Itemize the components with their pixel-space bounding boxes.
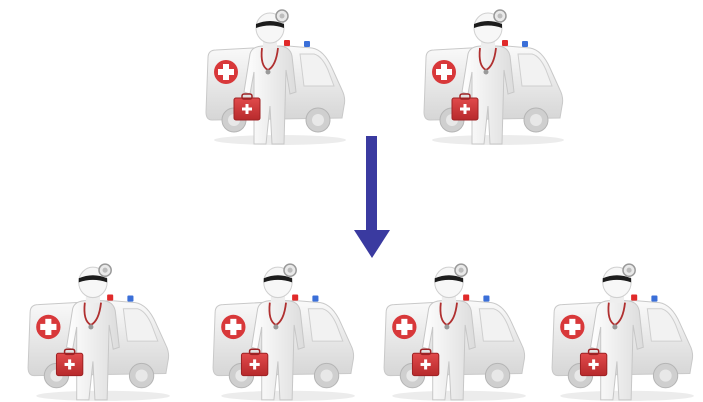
medic-ambulance-illustration bbox=[22, 260, 174, 402]
medic-ambulance-illustration bbox=[546, 260, 698, 402]
arrow-down-icon bbox=[352, 134, 392, 260]
medic-ambulance-illustration bbox=[418, 6, 568, 146]
medic-ambulance-illustration bbox=[378, 260, 530, 402]
medic-ambulance-illustration bbox=[207, 260, 359, 402]
medic-ambulance-illustration bbox=[200, 6, 350, 146]
